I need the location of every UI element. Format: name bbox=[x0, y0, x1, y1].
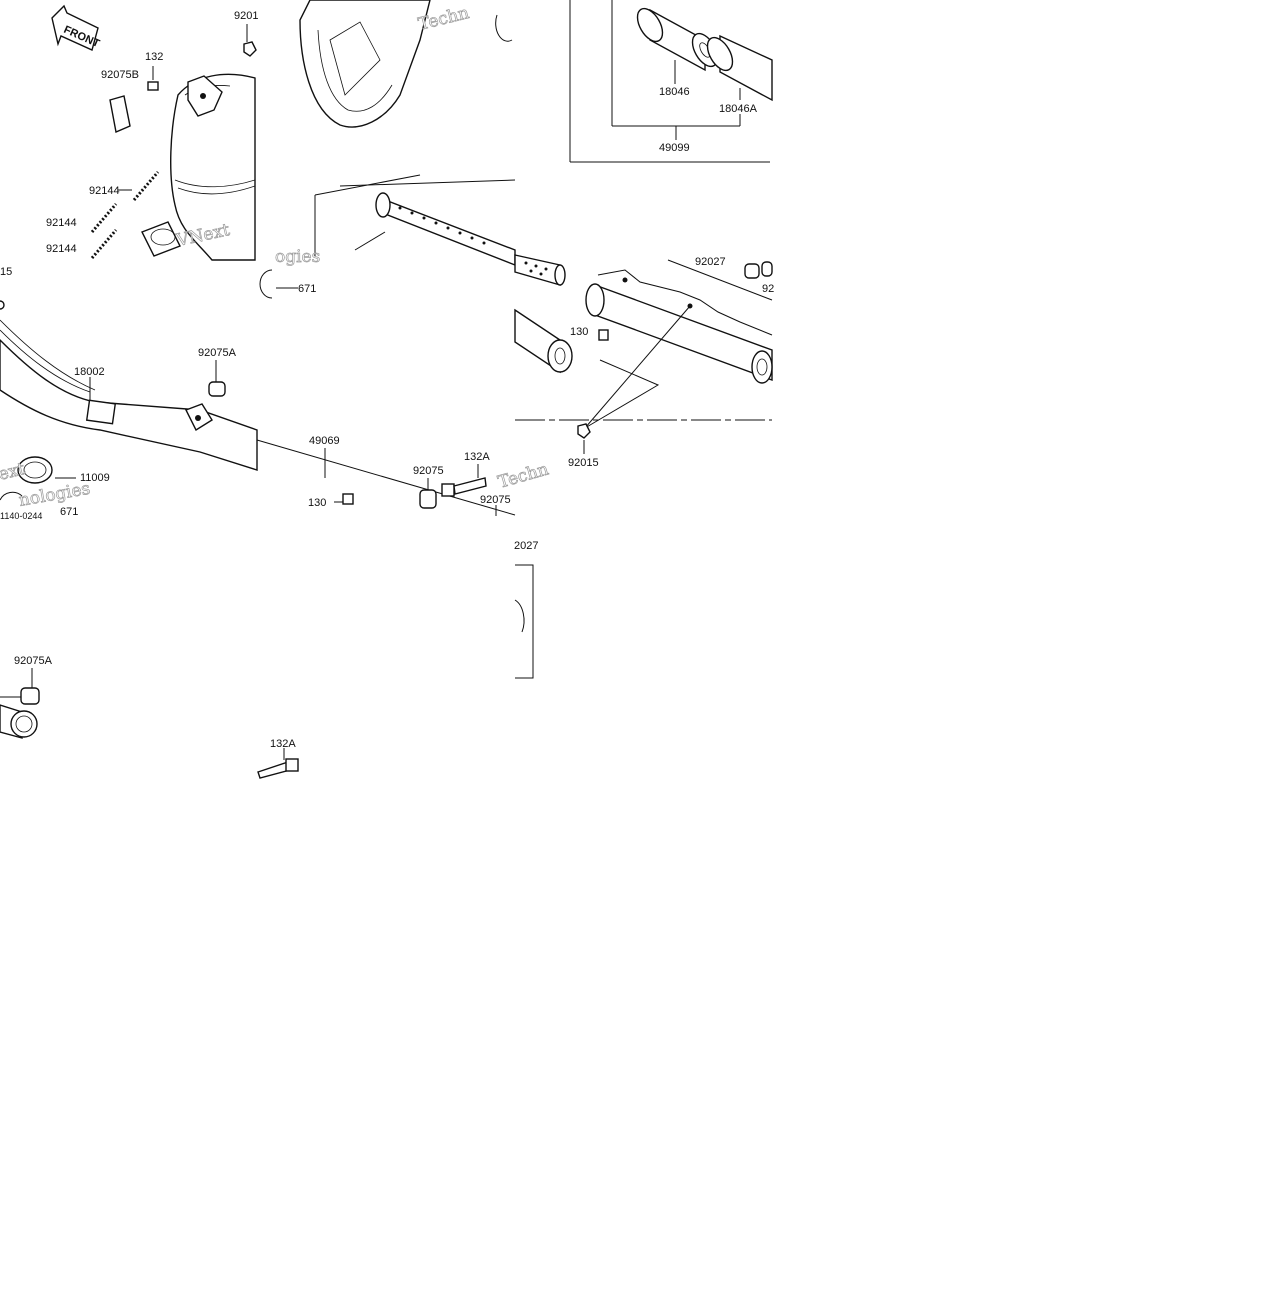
callout-92075-mid2: 92075 bbox=[480, 494, 511, 506]
callout-671-left: 671 bbox=[60, 506, 78, 518]
tile-silencer-packing: 18046 18046A 49099 bbox=[569, 0, 773, 163]
callout-92144-b: 92144 bbox=[46, 217, 77, 229]
grommet-92075-mid bbox=[419, 478, 437, 509]
spring-92144-b bbox=[90, 203, 118, 233]
callout-92015-r: 92015 bbox=[568, 457, 599, 469]
gasket-11009 bbox=[17, 456, 76, 484]
callout-92-r: 92 bbox=[762, 283, 774, 295]
spring-92144-a bbox=[118, 171, 160, 201]
watermark-text: ext bbox=[0, 459, 27, 485]
tile-tail-pipe: 92075A bbox=[0, 655, 53, 739]
callout-132-top: 132 bbox=[145, 51, 163, 63]
bolt-132-top bbox=[147, 66, 159, 91]
callout-92144-c: 92144 bbox=[46, 243, 77, 255]
tile-bolt: 132A bbox=[257, 738, 299, 779]
pipe-clamp bbox=[85, 399, 117, 425]
circlip-671 bbox=[259, 269, 298, 299]
callout-18046a: 18046A bbox=[719, 103, 758, 115]
callout-130-r: 130 bbox=[570, 326, 588, 338]
tile-silencer: 92027 92 130 92015 bbox=[514, 254, 774, 469]
grommet-92075a-mid bbox=[208, 360, 226, 397]
watermark-text: nologies bbox=[17, 479, 91, 511]
callout-92015-top: 9201 bbox=[234, 10, 258, 22]
callout-132a-mid: 132A bbox=[464, 451, 490, 463]
tail-pipe-end bbox=[0, 704, 38, 739]
tile-muffler-inner: Techn ogies bbox=[275, 0, 516, 267]
callout-671: 671 bbox=[298, 283, 316, 295]
loop-bracket bbox=[299, 0, 431, 128]
callout-49069: 49069 bbox=[309, 435, 340, 447]
callout-92075b: 92075B bbox=[101, 69, 139, 81]
callout-49099: 49099 bbox=[659, 142, 690, 154]
expansion-chamber-body bbox=[0, 339, 258, 471]
spring-92144-c bbox=[90, 229, 118, 259]
part-code: 1140-0244 bbox=[0, 511, 42, 521]
watermark-text: Techn bbox=[496, 459, 551, 492]
bracket-92075b bbox=[109, 95, 131, 133]
tile-muffler-mount: 671 49069 92075 132A 92075 130 2027 Tech… bbox=[256, 269, 551, 679]
callout-18002: 18002 bbox=[74, 366, 105, 378]
callout-92075a-low: 92075A bbox=[14, 655, 53, 667]
packing-18046 bbox=[636, 7, 719, 72]
bolt-130-r bbox=[598, 329, 609, 341]
bolt-130-mid bbox=[334, 493, 354, 505]
front-arrow-sign: FRONT bbox=[51, 4, 102, 51]
callout-92027-r: 92027 bbox=[695, 256, 726, 268]
silencer-body bbox=[585, 269, 773, 384]
nut-92015-r bbox=[577, 423, 591, 454]
bolt-132a-mid bbox=[441, 464, 487, 497]
bolt-132a-low bbox=[257, 748, 299, 779]
callout-92075-mid: 92075 bbox=[413, 465, 444, 477]
nut-92015-top bbox=[243, 24, 257, 57]
tile-header-pipe: FRONT 9201 bbox=[46, 4, 258, 261]
callout-11009: 11009 bbox=[80, 472, 110, 484]
callout-92075a-mid: 92075A bbox=[198, 347, 237, 359]
callout-18046: 18046 bbox=[659, 86, 690, 98]
callout-130-mid: 130 bbox=[308, 497, 326, 509]
packing-roll bbox=[514, 308, 573, 374]
perforated-tube-end bbox=[514, 254, 566, 286]
grommet-92027-r bbox=[744, 261, 773, 279]
callout-2027: 2027 bbox=[514, 540, 538, 552]
watermark-text: ogies bbox=[275, 247, 320, 267]
packing-18046a bbox=[706, 34, 773, 102]
perforated-tube bbox=[375, 192, 516, 267]
tile-expansion-chamber: 15 18002 92075A 11009 671 1140-0244 ext … bbox=[0, 266, 258, 521]
callout-15: 15 bbox=[0, 266, 12, 278]
flange-nut bbox=[141, 221, 181, 257]
callout-132a-low: 132A bbox=[270, 738, 296, 750]
grommet-92075a-low bbox=[0, 668, 40, 705]
callout-92144-a: 92144 bbox=[89, 185, 120, 197]
header-pipe-shape bbox=[170, 73, 256, 261]
